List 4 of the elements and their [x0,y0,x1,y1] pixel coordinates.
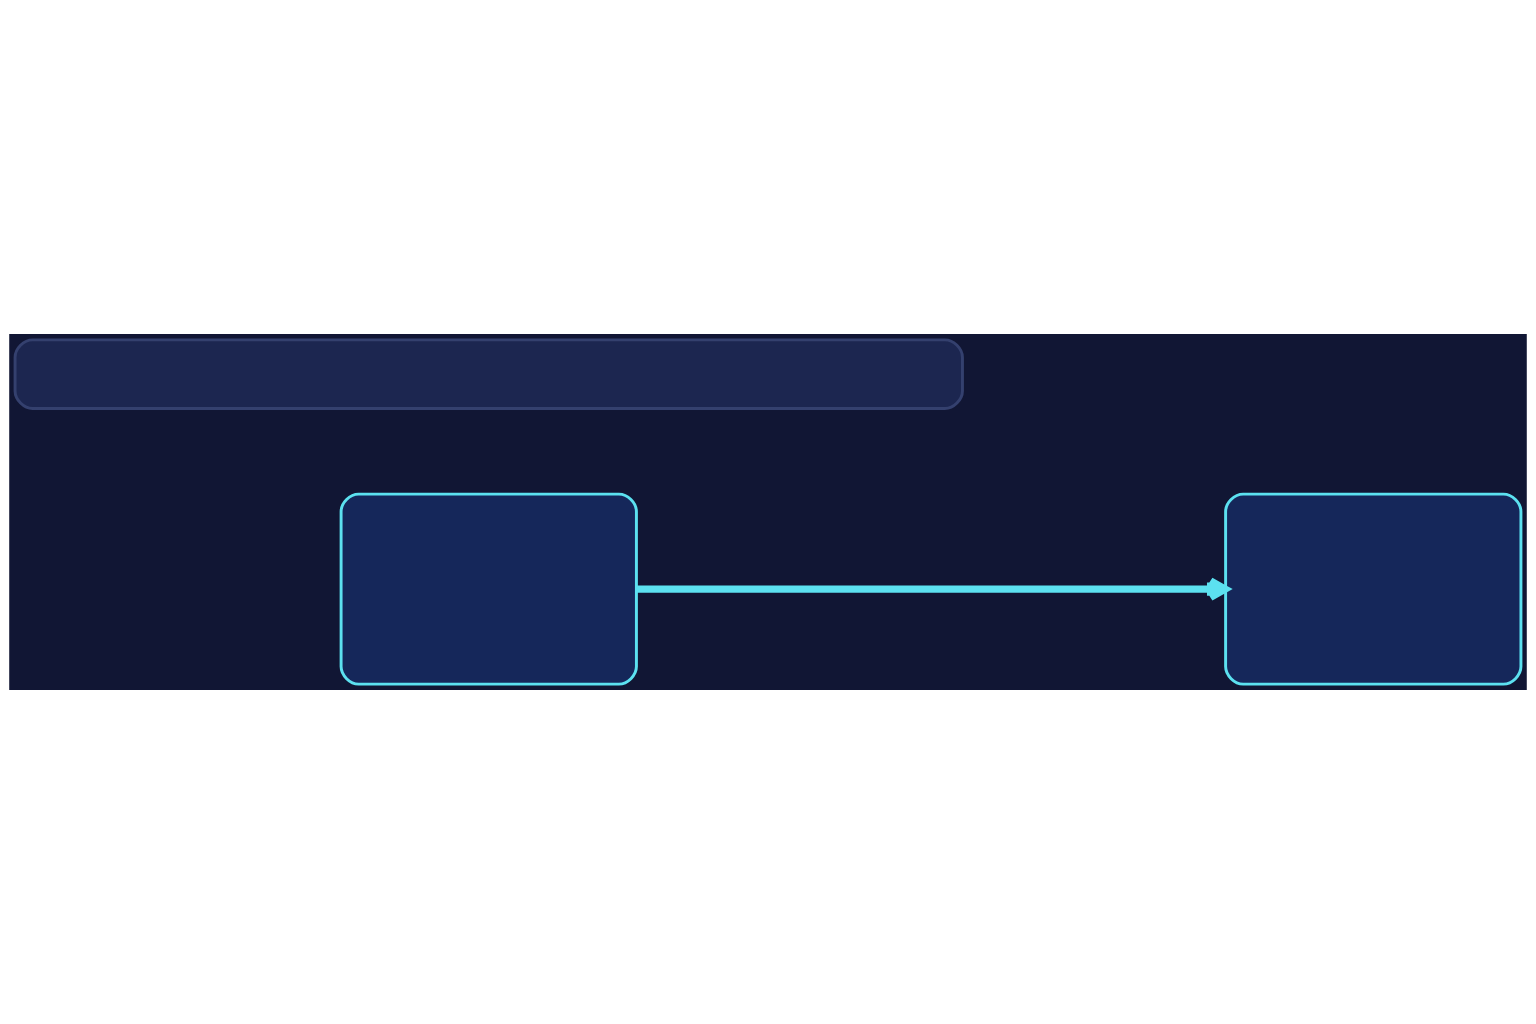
node-box [1224,492,1523,686]
node-bar [13,338,964,410]
node-box [339,492,638,686]
arrow [636,577,1230,601]
